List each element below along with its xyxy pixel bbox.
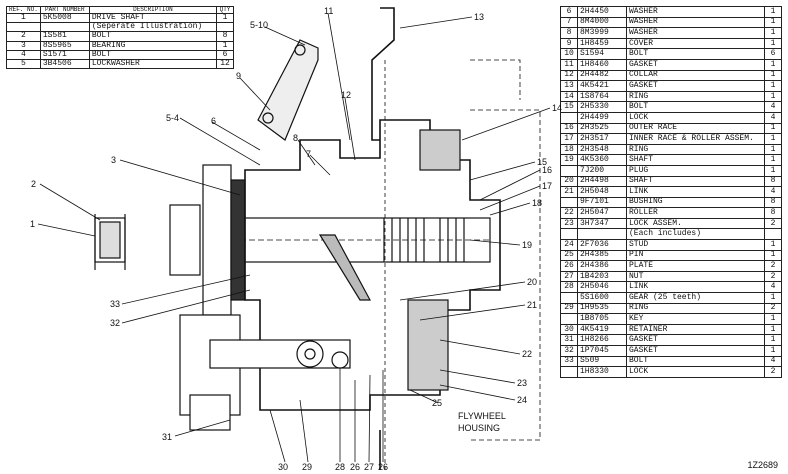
callout-27: 27 <box>364 462 374 472</box>
cover-plate <box>257 39 319 141</box>
callout-26b: 26 <box>350 462 360 472</box>
cell-qty: 2 <box>764 260 782 272</box>
callout-29: 29 <box>302 462 312 472</box>
callout-28: 28 <box>335 462 345 472</box>
callout-22: 22 <box>522 349 532 359</box>
callout-31: 31 <box>162 432 172 442</box>
flywheel-housing-label: FLYWHEEL HOUSING <box>458 411 506 433</box>
cell-qty: 1 <box>764 345 782 357</box>
callout-25: 25 <box>432 398 442 408</box>
callout-23: 23 <box>517 378 527 388</box>
callout-18: 18 <box>532 198 542 208</box>
housing-outline <box>244 119 501 411</box>
cell-qty: 1 <box>764 6 782 18</box>
cell-desc: BOLT <box>88 31 218 42</box>
callout-30: 30 <box>278 462 288 472</box>
cell-desc: LOCKWASHER <box>88 58 218 70</box>
cell-qty: 4 <box>764 355 782 368</box>
callout-20: 20 <box>527 277 537 287</box>
callout-1: 1 <box>30 219 35 229</box>
callout-26: 26 <box>378 462 388 472</box>
cell-desc: BEARING <box>88 40 218 51</box>
callout-6: 6 <box>211 116 216 126</box>
cell-qty: 1 <box>764 313 782 325</box>
cell-qty: 2 <box>764 302 782 315</box>
cell-qty: 8 <box>216 31 234 42</box>
cell-qty: 1 <box>764 16 782 29</box>
cell-qty: 1 <box>216 40 234 51</box>
callout-5-10: 5-10 <box>250 20 268 30</box>
catalog-number: 1Z2689 <box>747 460 778 470</box>
callout-11: 11 <box>324 6 333 16</box>
callout-3: 3 <box>111 155 116 165</box>
cell-qty: 4 <box>764 281 782 294</box>
callout-8: 8 <box>293 133 298 143</box>
callout-32: 32 <box>110 318 120 328</box>
callout-21: 21 <box>527 300 537 310</box>
flywheel-ring <box>419 129 461 171</box>
cell-qty: 1 <box>764 323 782 336</box>
callout-33: 33 <box>110 299 120 309</box>
callout-2: 2 <box>31 179 36 189</box>
callout-17: 17 <box>542 181 552 191</box>
cell-qty: 2 <box>764 270 782 283</box>
cell-qty: 1 <box>764 249 782 262</box>
cell-qty: 12 <box>216 58 234 70</box>
cell-qty: 1 <box>764 292 782 304</box>
callout-14: 14 <box>552 103 562 113</box>
cell-qty: 1 <box>764 334 782 346</box>
callout-5-4: 5-4 <box>166 113 179 123</box>
callout-9: 9 <box>236 71 241 81</box>
spline-teeth <box>383 218 465 262</box>
cell-desc: BOLT <box>88 49 218 60</box>
callout-19: 19 <box>522 240 532 250</box>
callout-13: 13 <box>474 12 484 22</box>
callout-24: 24 <box>517 395 527 405</box>
flywheel-housing-flange <box>371 7 395 141</box>
callout-16: 16 <box>542 165 552 175</box>
callout-7: 7 <box>306 149 311 159</box>
callout-15: 15 <box>537 157 547 167</box>
cell-qty: 2 <box>764 366 782 378</box>
cell-qty: 6 <box>216 49 234 60</box>
callout-12: 12 <box>341 90 351 100</box>
